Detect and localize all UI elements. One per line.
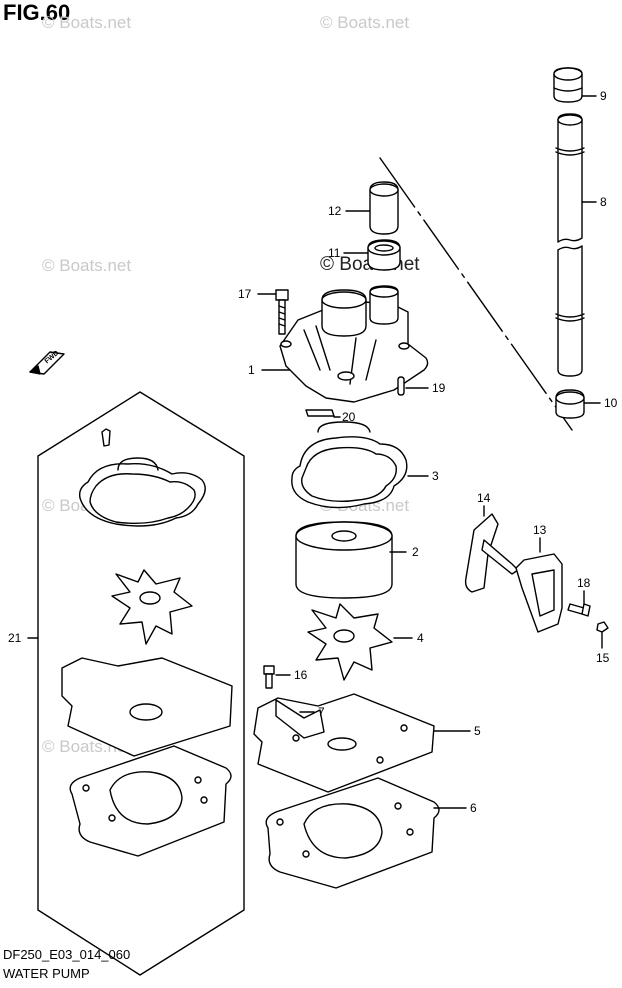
figure-title: FIG.60: [3, 0, 71, 25]
callout-13: 13: [533, 523, 547, 537]
callout-5: 5: [474, 724, 481, 738]
callout-4: 4: [417, 631, 424, 645]
callout-14: 14: [477, 491, 491, 505]
callout-10: 10: [604, 396, 618, 410]
callout-7: 7: [318, 705, 325, 719]
callout-8: 8: [600, 195, 607, 209]
callout-15: 15: [596, 651, 610, 665]
callout-2: 2: [412, 545, 419, 559]
callout-9: 9: [600, 89, 607, 103]
figure-code: DF250_E03_014_060: [3, 947, 131, 962]
callout-16: 16: [294, 668, 308, 682]
callout-20: 20: [342, 410, 356, 424]
callout-19: 19: [432, 381, 446, 395]
watermark: © Boats.net: [320, 13, 410, 32]
callout-6: 6: [470, 801, 477, 815]
callout-3: 3: [432, 469, 439, 483]
callout-21: 21: [8, 631, 22, 645]
callout-12: 12: [328, 204, 342, 218]
callout-11: 11: [328, 246, 341, 260]
kit-outline: [37, 391, 245, 976]
callout-17: 17: [238, 287, 252, 301]
fwd-arrow-icon: [29, 351, 65, 375]
callout-1: 1: [248, 363, 255, 377]
figure-caption: WATER PUMP: [3, 966, 90, 981]
callout-18: 18: [577, 576, 591, 590]
watermark: © Boats.net: [42, 13, 132, 32]
watermark: © Boats.net: [42, 256, 132, 275]
